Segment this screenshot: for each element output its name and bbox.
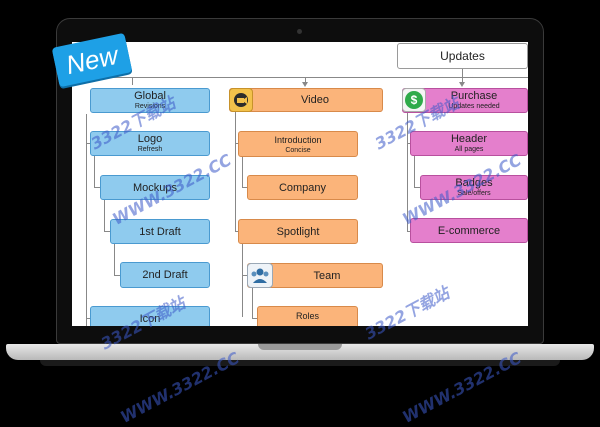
- laptop-base: [6, 344, 594, 360]
- node-video[interactable]: Video: [229, 88, 383, 112]
- laptop-shadow: [40, 360, 560, 366]
- node-title: 2nd Draft: [142, 269, 188, 281]
- connector: [86, 318, 90, 319]
- connector: [235, 143, 238, 144]
- connector: [407, 231, 410, 232]
- node-subtitle: Revisions: [134, 103, 166, 110]
- connector: [92, 77, 528, 78]
- node-header[interactable]: Header All pages: [410, 131, 528, 156]
- node-ecommerce[interactable]: E-commerce: [410, 218, 528, 243]
- connector: [252, 318, 257, 319]
- node-title: Introduction: [274, 134, 322, 145]
- arrow-icon: [459, 82, 465, 87]
- node-title: Logo: [137, 133, 163, 145]
- node-subtitle: Concise: [285, 146, 311, 154]
- connector: [86, 143, 90, 144]
- node-logo[interactable]: Logo Refresh: [90, 131, 210, 156]
- node-title: Header: [450, 133, 488, 145]
- connector: [414, 187, 420, 188]
- node-title: Mockups: [132, 181, 178, 194]
- node-1st-draft[interactable]: 1st Draft: [110, 219, 210, 244]
- node-title: Icon: [139, 312, 161, 325]
- connector: [462, 77, 463, 85]
- connector: [94, 187, 100, 188]
- connector: [132, 77, 133, 85]
- updates-node[interactable]: Updates: [397, 43, 528, 69]
- connector: [104, 231, 110, 232]
- connector: [235, 231, 238, 232]
- connector: [305, 77, 306, 85]
- node-title: Badges: [455, 177, 493, 189]
- node-subtitle: Sale/offers: [457, 190, 491, 197]
- node-title: Team: [313, 269, 341, 282]
- mindmap-canvas: Updates Global Revisions Logo Refresh Mo…: [72, 42, 528, 326]
- node-subtitle: Refresh: [137, 146, 163, 153]
- node-introduction[interactable]: Introduction Concise: [238, 131, 358, 157]
- node-icon[interactable]: Icon: [90, 306, 210, 326]
- connector: [252, 288, 253, 318]
- connector: [235, 112, 236, 232]
- node-subtitle: Updates needed: [448, 103, 500, 110]
- node-title: Video: [301, 94, 329, 106]
- node-title: Roles: [295, 311, 319, 321]
- node-title: Global: [134, 90, 166, 102]
- connector: [114, 244, 115, 275]
- connector: [94, 156, 95, 187]
- connector: [242, 275, 247, 276]
- connector: [407, 113, 408, 231]
- people-icon: [247, 263, 273, 288]
- connector: [104, 200, 105, 231]
- node-subtitle: All pages: [454, 146, 484, 153]
- webcam-icon: [297, 29, 302, 34]
- node-title: E-commerce: [437, 224, 501, 237]
- dollar-icon: $: [402, 88, 426, 112]
- node-roles[interactable]: Roles: [257, 306, 358, 326]
- node-title: 1st Draft: [139, 225, 181, 238]
- connector: [242, 187, 247, 188]
- connector: [462, 69, 463, 77]
- node-spotlight[interactable]: Spotlight: [238, 219, 358, 244]
- laptop-notch: [258, 344, 342, 350]
- node-title: Purchase: [450, 90, 498, 102]
- node-badges[interactable]: Badges Sale/offers: [420, 175, 528, 200]
- node-title: Spotlight: [276, 225, 320, 238]
- connector: [114, 275, 120, 276]
- arrow-icon: [302, 82, 308, 87]
- node-title: Company: [278, 181, 327, 194]
- connector: [242, 244, 243, 317]
- svg-text:$: $: [411, 93, 418, 107]
- node-global[interactable]: Global Revisions: [90, 88, 210, 113]
- connector: [414, 156, 415, 187]
- node-company[interactable]: Company: [247, 175, 358, 200]
- updates-label: Updates: [440, 49, 485, 63]
- video-camera-icon: [229, 88, 253, 112]
- node-mockups[interactable]: Mockups: [100, 175, 210, 200]
- node-2nd-draft[interactable]: 2nd Draft: [120, 262, 210, 288]
- connector: [407, 143, 410, 144]
- connector: [86, 114, 87, 326]
- connector: [242, 157, 243, 187]
